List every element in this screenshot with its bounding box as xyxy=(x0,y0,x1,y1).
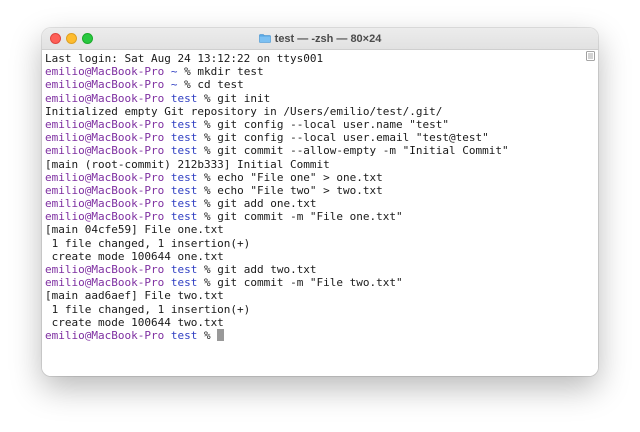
prompt-symbol: % xyxy=(203,131,211,145)
output-text: create mode 100644 two.txt xyxy=(45,315,224,329)
prompt-line: emilio@MacBook-Pro test % git add two.tx… xyxy=(45,263,583,276)
minimize-button[interactable] xyxy=(66,33,77,44)
output-text: Last login: Sat Aug 24 13:12:22 on ttys0… xyxy=(45,52,324,65)
prompt-symbol: % xyxy=(203,276,211,290)
prompt-directory: test xyxy=(170,183,198,197)
prompt-user: emilio@MacBook-Pro xyxy=(45,276,165,290)
prompt-symbol: % xyxy=(203,117,211,131)
prompt-line: emilio@MacBook-Pro test % xyxy=(45,328,583,342)
prompt-symbol: % xyxy=(203,263,211,276)
prompt-user: emilio@MacBook-Pro xyxy=(45,183,165,197)
output-text: 1 file changed, 1 insertion(+) xyxy=(45,302,251,316)
prompt-user: emilio@MacBook-Pro xyxy=(45,197,165,211)
window-title: test — -zsh — 80×24 xyxy=(274,32,382,45)
output-line: create mode 100644 one.txt xyxy=(45,250,583,263)
command-text: git config --local user.name "test" xyxy=(217,117,450,131)
terminal-window: test — -zsh — 80×24 Last login: Sat Aug … xyxy=(42,28,598,376)
command-text: mkdir test xyxy=(197,65,264,79)
prompt-line: emilio@MacBook-Pro test % git init xyxy=(45,92,583,105)
command-text: git add two.txt xyxy=(217,263,317,276)
prompt-directory: test xyxy=(170,131,198,145)
prompt-user: emilio@MacBook-Pro xyxy=(45,117,165,131)
command-text: git commit -m "File one.txt" xyxy=(217,210,403,224)
output-text: [main (root-commit) 212b333] Initial Com… xyxy=(45,157,330,171)
prompt-symbol: % xyxy=(203,170,211,184)
prompt-directory: ~ xyxy=(170,65,178,79)
prompt-line: emilio@MacBook-Pro test % echo "File two… xyxy=(45,184,583,197)
prompt-symbol: % xyxy=(203,197,211,211)
zoom-button[interactable] xyxy=(82,33,93,44)
prompt-directory: test xyxy=(170,197,198,211)
output-line: Last login: Sat Aug 24 13:12:22 on ttys0… xyxy=(45,52,583,65)
command-text: git commit --allow-empty -m "Initial Com… xyxy=(217,144,509,158)
prompt-line: emilio@MacBook-Pro ~ % mkdir test xyxy=(45,65,583,78)
output-line: 1 file changed, 1 insertion(+) xyxy=(45,303,583,316)
prompt-directory: test xyxy=(170,117,198,131)
prompt-user: emilio@MacBook-Pro xyxy=(45,65,165,79)
prompt-line: emilio@MacBook-Pro test % echo "File one… xyxy=(45,171,583,184)
prompt-user: emilio@MacBook-Pro xyxy=(45,210,165,224)
output-line: [main 04cfe59] File one.txt xyxy=(45,223,583,236)
command-text: echo "File one" > one.txt xyxy=(217,170,383,184)
close-button[interactable] xyxy=(50,33,61,44)
prompt-directory: ~ xyxy=(170,78,178,92)
prompt-directory: test xyxy=(170,263,198,276)
prompt-symbol: % xyxy=(203,183,211,197)
prompt-line: emilio@MacBook-Pro test % git commit -m … xyxy=(45,276,583,289)
prompt-user: emilio@MacBook-Pro xyxy=(45,144,165,158)
text-cursor xyxy=(217,328,225,341)
prompt-user: emilio@MacBook-Pro xyxy=(45,170,165,184)
prompt-user: emilio@MacBook-Pro xyxy=(45,328,165,342)
output-text: Initialized empty Git repository in /Use… xyxy=(45,104,443,118)
prompt-symbol: % xyxy=(184,65,191,79)
output-line: create mode 100644 two.txt xyxy=(45,316,583,329)
prompt-symbol: % xyxy=(203,91,211,105)
prompt-line: emilio@MacBook-Pro test % git config --l… xyxy=(45,118,583,131)
prompt-symbol: % xyxy=(203,328,211,342)
folder-icon xyxy=(258,34,271,43)
prompt-user: emilio@MacBook-Pro xyxy=(45,131,165,145)
terminal-content[interactable]: Last login: Sat Aug 24 13:12:22 on ttys0… xyxy=(42,50,598,376)
prompt-line: emilio@MacBook-Pro test % git commit -m … xyxy=(45,210,583,223)
command-text: cd test xyxy=(197,78,244,92)
command-text: git config --local user.email "test@test… xyxy=(217,131,489,145)
prompt-symbol: % xyxy=(203,144,211,158)
window-title-group: test — -zsh — 80×24 xyxy=(42,28,598,49)
prompt-user: emilio@MacBook-Pro xyxy=(45,78,165,92)
prompt-user: emilio@MacBook-Pro xyxy=(45,91,165,105)
prompt-directory: test xyxy=(170,328,198,342)
output-line: [main aad6aef] File two.txt xyxy=(45,289,583,302)
output-line: Initialized empty Git repository in /Use… xyxy=(45,105,583,118)
command-text: echo "File two" > two.txt xyxy=(217,183,383,197)
prompt-directory: test xyxy=(170,91,198,105)
output-line: [main (root-commit) 212b333] Initial Com… xyxy=(45,158,583,171)
prompt-line: emilio@MacBook-Pro test % git config --l… xyxy=(45,131,583,144)
prompt-line: emilio@MacBook-Pro test % git commit --a… xyxy=(45,144,583,157)
scroll-lines-icon[interactable] xyxy=(586,51,595,61)
prompt-line: emilio@MacBook-Pro test % git add one.tx… xyxy=(45,197,583,210)
command-text: git add one.txt xyxy=(217,197,317,211)
command-text: git commit -m "File two.txt" xyxy=(217,276,403,290)
output-text: [main 04cfe59] File one.txt xyxy=(45,223,224,237)
output-text: [main aad6aef] File two.txt xyxy=(45,289,224,303)
prompt-user: emilio@MacBook-Pro xyxy=(45,263,165,276)
output-text: 1 file changed, 1 insertion(+) xyxy=(45,236,251,250)
prompt-line: emilio@MacBook-Pro ~ % cd test xyxy=(45,78,583,91)
title-bar[interactable]: test — -zsh — 80×24 xyxy=(42,28,598,50)
prompt-directory: test xyxy=(170,210,198,224)
output-text: create mode 100644 one.txt xyxy=(45,249,224,263)
output-line: 1 file changed, 1 insertion(+) xyxy=(45,237,583,250)
terminal-output: Last login: Sat Aug 24 13:12:22 on ttys0… xyxy=(45,52,583,342)
prompt-directory: test xyxy=(170,170,198,184)
prompt-directory: test xyxy=(170,144,198,158)
prompt-directory: test xyxy=(170,276,198,290)
prompt-symbol: % xyxy=(203,210,211,224)
prompt-symbol: % xyxy=(184,78,191,92)
command-text: git init xyxy=(217,91,271,105)
